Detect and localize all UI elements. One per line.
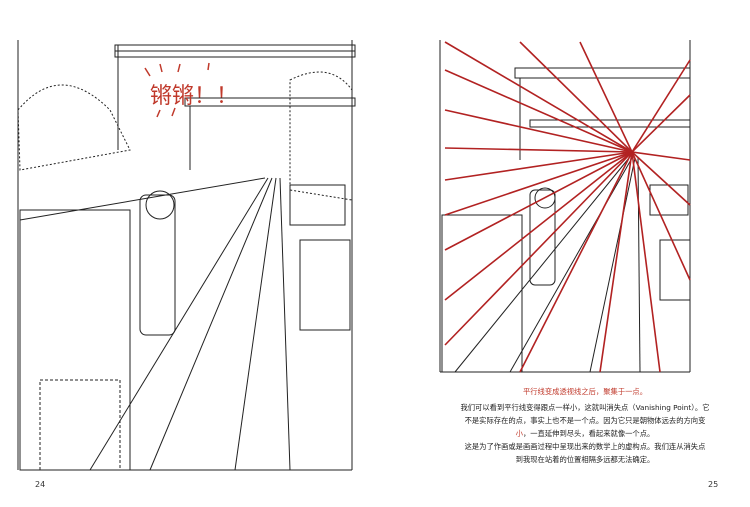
- perspective-line: [444, 151, 633, 251]
- perspective-line: [444, 69, 633, 153]
- perspective-line: [599, 151, 633, 373]
- perspective-line: [631, 59, 691, 153]
- perspective-line: [444, 151, 633, 346]
- highlight-word: 小: [515, 429, 523, 438]
- perspective-line: [444, 151, 633, 301]
- paragraph-1-line-2: 不是实际存在的点，事实上也不是一个点。因为它只是朝物体远去的方向变: [464, 416, 706, 425]
- paragraph-1-line-1: 我们可以看到平行线变得跟点一样小，这就叫消失点（Vanishing Point）…: [460, 403, 710, 412]
- railway-illustration-left: 锵锵！！: [17, 40, 356, 471]
- perspective-line: [444, 151, 633, 216]
- page-number-right: 25: [708, 480, 719, 489]
- paragraph-2-line-1: 这是为了作画或是画画过程中呈现出来的数学上的虚构点。我们连从消失点: [464, 442, 706, 451]
- page-number-left: 24: [35, 480, 46, 489]
- perspective-line: [444, 109, 633, 153]
- perspective-line: [444, 41, 633, 153]
- perspective-line: [631, 151, 691, 206]
- paragraph-1-line-3-text: ，一直延伸到尽头，看起来就像一个点。: [522, 429, 655, 438]
- paragraph-2: 这是为了作画或是画画过程中呈现出来的数学上的虚构点。我们连从消失点 到我现在站着…: [420, 440, 750, 466]
- perspective-line: [444, 147, 633, 153]
- caption-heading: 平行线变成透视线之后，聚集于一点。: [522, 387, 648, 396]
- perspective-line: [631, 94, 691, 153]
- perspective-line: [631, 151, 661, 373]
- perspective-line: [579, 41, 633, 153]
- paragraph-1: 我们可以看到平行线变得跟点一样小，这就叫消失点（Vanishing Point）…: [420, 401, 750, 440]
- left-page: [0, 0, 375, 507]
- perspective-line: [444, 151, 633, 181]
- paragraph-1-line-3: 小，一直延伸到尽头，看起来就像一个点。: [420, 427, 750, 440]
- perspective-line: [631, 151, 691, 161]
- perspective-line: [519, 151, 633, 373]
- perspective-line: [519, 41, 633, 153]
- perspective-line: [631, 151, 691, 281]
- paragraph-2-line-2: 到我现在站着的位置相隔多远都无法确定。: [515, 455, 655, 464]
- sound-effect: 锵锵！！: [150, 84, 238, 109]
